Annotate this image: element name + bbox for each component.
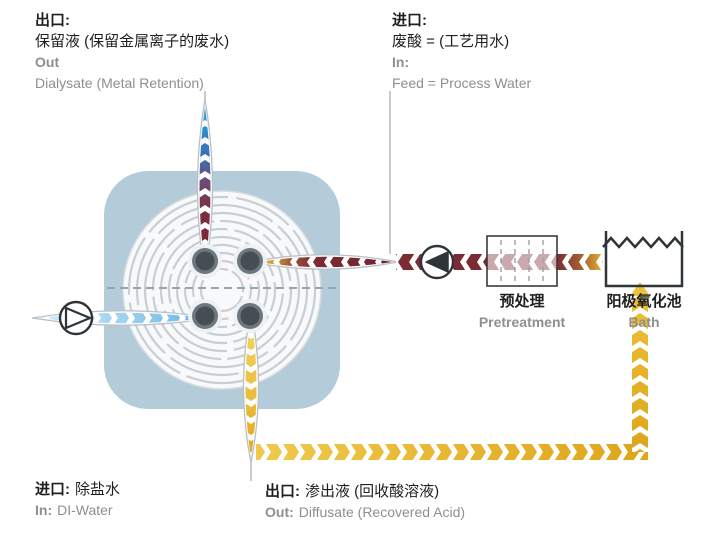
diffusate-en-line: Out:Diffusate (Recovered Acid) xyxy=(265,502,465,523)
pretreatment-en: Pretreatment xyxy=(478,314,566,330)
di-water-zh-text: 除盐水 xyxy=(75,481,121,498)
outlet-en-title: Out xyxy=(35,54,60,70)
diffusate-en-text: Diffusate (Recovered Acid) xyxy=(298,504,466,520)
inlet-en-title: In: xyxy=(392,54,410,70)
outlet-en-sub: Dialysate (Metal Retention) xyxy=(35,75,204,91)
label-bath: 阳极氧化池 Bath xyxy=(584,291,704,333)
di-water-zh-label: 进口: xyxy=(35,481,70,498)
label-inlet-feed: 进口: 废酸 = (工艺用水) In: Feed = Process Water xyxy=(392,10,531,94)
diffusate-zh-line: 出口: 渗出液 (回收酸溶液) xyxy=(265,481,465,502)
up-chevrons-icon xyxy=(199,106,211,266)
diffusate-zh-text: 渗出液 (回收酸溶液) xyxy=(305,483,440,500)
port xyxy=(233,244,267,278)
arrow-tip xyxy=(630,282,650,296)
outlet-zh-title: 出口: xyxy=(35,12,70,29)
module-ports xyxy=(188,244,267,333)
bath-en: Bath xyxy=(628,314,660,330)
inlet-en-sub: Feed = Process Water xyxy=(392,75,532,91)
down-chevrons-icon xyxy=(245,316,257,458)
inlet-zh-sub: 废酸 = (工艺用水) xyxy=(392,33,510,50)
label-outlet-dialysate: 出口: 保留液 (保留金属离子的废水) Out Dialysate (Metal… xyxy=(35,10,229,94)
feed-pump-icon xyxy=(419,244,455,280)
port xyxy=(233,299,267,333)
di-water-pump-icon xyxy=(58,300,94,336)
pretreatment-box xyxy=(486,235,558,287)
outlet-zh-sub: 保留液 (保留金属离子的废水) xyxy=(35,33,230,50)
label-pretreatment: 预处理 Pretreatment xyxy=(462,291,582,333)
di-water-en-line: In:DI-Water xyxy=(35,500,120,521)
pretreatment-filter-box xyxy=(486,235,558,287)
di-water-zh-line: 进口: 除盐水 xyxy=(35,479,120,500)
filter-screens-icon xyxy=(500,240,544,282)
anodizing-bath-tank xyxy=(602,231,684,288)
diffusate-en-label: Out: xyxy=(265,504,294,520)
label-inlet-di-water: 进口: 除盐水 In:DI-Water xyxy=(35,479,120,521)
tank-outline xyxy=(604,231,684,288)
membrane-module xyxy=(104,171,340,409)
diffusate-out-arrow xyxy=(242,309,260,464)
inlet-zh-title: 进口: xyxy=(392,12,427,29)
port xyxy=(188,244,222,278)
di-water-en-text: DI-Water xyxy=(57,502,113,518)
diffusate-line xyxy=(256,282,650,460)
left-chevrons-icon xyxy=(258,256,392,268)
label-outlet-diffusate: 出口: 渗出液 (回收酸溶液) Out:Diffusate (Recovered … xyxy=(265,481,465,523)
bath-zh: 阳极氧化池 xyxy=(606,293,682,310)
water-wave-icon xyxy=(602,236,684,249)
diffusate-zh-label: 出口: xyxy=(265,483,300,500)
di-water-en-label: In: xyxy=(35,502,53,518)
pretreatment-zh: 预处理 xyxy=(499,293,545,310)
port xyxy=(188,299,222,333)
